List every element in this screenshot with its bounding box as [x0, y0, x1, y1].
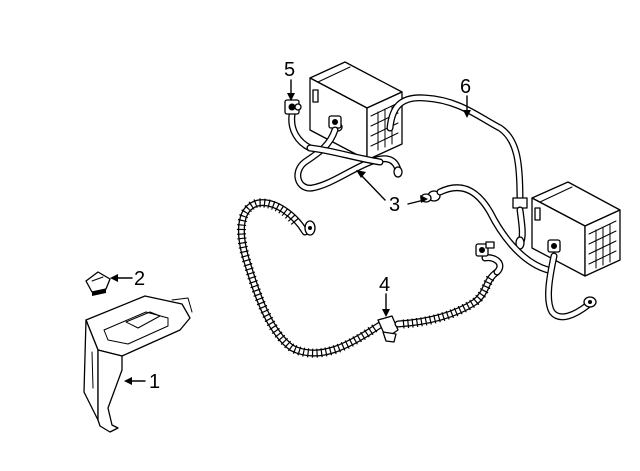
battery-lower-right	[531, 181, 621, 277]
part-2-clip	[85, 271, 111, 296]
callout-3: 3	[389, 194, 400, 216]
callout-4: 4	[379, 274, 390, 296]
part-3-negative-cable	[294, 126, 552, 274]
callout-2: 2	[134, 268, 145, 290]
callout-5: 5	[284, 59, 295, 81]
part-4-positive-cable	[236, 198, 504, 358]
callout-1: 1	[149, 371, 160, 393]
lower-battery-lead	[545, 239, 597, 321]
part-6-jumper-cable	[386, 94, 528, 250]
callout-6: 6	[460, 76, 471, 98]
callout-leaders	[110, 79, 471, 385]
part-1-battery-tray	[83, 295, 193, 433]
